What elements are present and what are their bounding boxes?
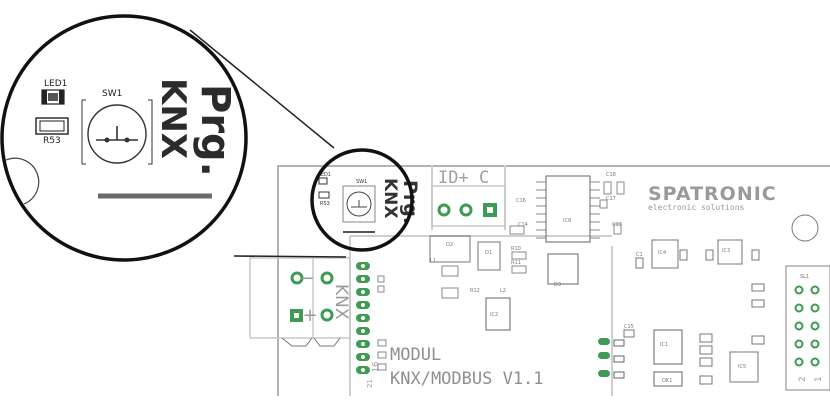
pin-header-mid [598, 338, 625, 379]
svg-text:R53: R53 [320, 201, 330, 207]
ic5-label: IC5 [738, 364, 746, 370]
svg-text:LED1: LED1 [318, 172, 331, 178]
right-section-parts [623, 239, 765, 385]
ic4-label: IC4 [658, 250, 666, 256]
zoom-switch-label: SW1 [102, 89, 122, 99]
ic2-chip [485, 297, 511, 331]
ok1-label: OK1 [662, 378, 672, 384]
ic1-chip [653, 329, 683, 365]
c1-label: C1 [636, 252, 643, 258]
r11-label: R11 [511, 260, 521, 266]
zoom-knx-label: KNX [153, 78, 193, 159]
brand-name: SPATRONIC [648, 183, 777, 205]
sl1-pin-2: 2 [798, 376, 808, 382]
zoom-resistor-label: R53 [43, 136, 61, 146]
pcb-board-outline [277, 165, 830, 396]
mounting-hole [791, 214, 819, 242]
l1-label: L1 [430, 258, 436, 264]
d2-label: D2 [446, 242, 453, 248]
sl1-pin-1: 1 [814, 376, 824, 382]
zoom-switch [81, 99, 153, 165]
c18-label: C18 [606, 172, 616, 178]
c13-label: C13 [612, 222, 622, 228]
module-title-line1: MODUL [390, 345, 441, 365]
top-connector [431, 185, 506, 227]
knx-pad [290, 271, 304, 285]
d2-part [429, 235, 471, 263]
prg-button-board: LED1 SW1 R53 [318, 172, 376, 233]
c14-label: C14 [518, 222, 528, 228]
knx-terminal-label: KNX [331, 284, 351, 320]
prg-knx-label-board: KNX [380, 178, 400, 219]
ic8-label: IC8 [563, 218, 571, 224]
zoom-led [41, 89, 65, 105]
pin-21-label: 21 [366, 379, 374, 388]
brand-tagline: electronic solutions [648, 203, 745, 212]
d3-label: D3 [554, 282, 561, 288]
pin-16-label: 16 [371, 362, 380, 372]
ok1-part [653, 371, 683, 387]
module-title-line2: KNX/MODBUS V1.1 [390, 369, 544, 389]
knx-minus-label: − [299, 268, 314, 289]
l2-label: L2 [500, 288, 506, 294]
knx-terminal-block [249, 257, 351, 347]
r12-label: R12 [470, 288, 480, 294]
zoom-board-edge [5, 157, 40, 205]
d1-label: D1 [485, 250, 492, 256]
c15-label: C15 [624, 324, 634, 330]
ic3-label: IC3 [722, 248, 730, 254]
magnifier-small-circle [310, 148, 414, 252]
c16-label: C16 [516, 198, 526, 204]
svg-text:SW1: SW1 [356, 179, 367, 185]
zoom-prg-label: Prg. [192, 84, 238, 177]
ic8-chip [536, 175, 600, 243]
r10-label: R10 [511, 246, 521, 252]
prg-label-board: Prg. [399, 180, 421, 224]
c17-label: C17 [606, 196, 616, 202]
zoom-resistor [35, 117, 69, 135]
d1-part [477, 241, 501, 271]
smd-parts-left [377, 275, 387, 371]
smd-resistors [441, 181, 625, 299]
knx-pad [320, 308, 334, 322]
sl1-label: SL1 [800, 274, 809, 280]
pin-header-left [356, 262, 370, 374]
ic2-label: IC2 [490, 312, 498, 318]
knx-plus-label: + [302, 305, 317, 326]
knx-pad [320, 271, 334, 285]
magnifier-connector-lines [189, 29, 347, 258]
sl1-header [785, 265, 830, 391]
zoom-led-label: LED1 [44, 79, 67, 89]
ic1-label: IC1 [660, 342, 668, 348]
ic-mid-chip [547, 253, 579, 285]
top-connector-label: ID+ C [438, 168, 489, 188]
magnifier-large-circle [0, 14, 248, 262]
